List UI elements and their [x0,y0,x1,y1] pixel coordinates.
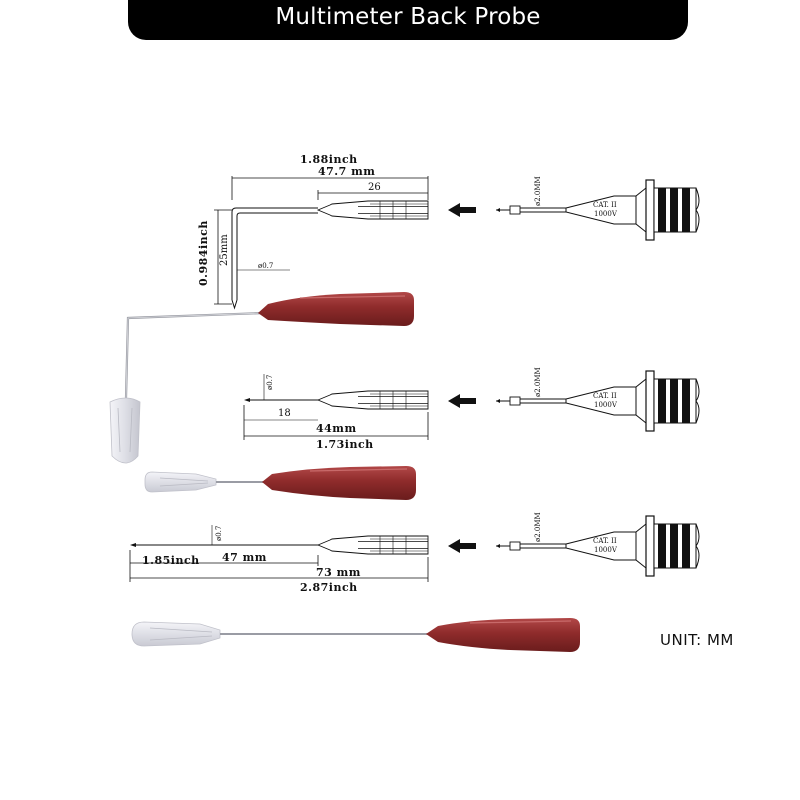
arrow-icon [448,203,476,217]
short-tip-dia: ø0.7 [266,375,274,390]
long-tip-dia: ø0.7 [215,526,223,541]
lead-tip-dia: ø2.0MM [534,176,542,206]
short-probe-diagram: ø0.7 18 44mm 1.73inch [243,374,429,451]
long-pin-inch: 1.85inch [142,554,200,567]
test-lead-drawing: ø2.0MM CAT. II 1000V [495,176,700,241]
bent-height-inch: 0.984inch [197,220,210,286]
long-pin-mm: 47 mm [222,551,267,564]
bent-total-mm: 47.7 mm [318,165,375,178]
arrow-icon [448,539,476,553]
long-probe-photo [131,618,580,652]
long-probe-diagram: ø0.7 1.85inch 47 mm 73 mm 2.87inch [129,525,429,594]
bent-body-mm: 26 [368,182,381,193]
lead-volt-label: 1000V [594,546,618,554]
bent-tip-dia: ø0.7 [258,262,273,270]
test-lead-drawing: ø2.0MM CAT. II 1000V [495,367,700,432]
short-probe-photo [144,466,416,500]
page-title: Multimeter Back Probe [275,4,541,30]
bent-probe-diagram: 1.88inch 47.7 mm 26 0.984inch 25mm ø0.7 [197,153,429,310]
title-banner: Multimeter Back Probe [128,0,688,40]
short-total-mm: 44mm [316,422,357,435]
bent-height-mm: 25mm [219,234,230,266]
lead-volt-label: 1000V [594,401,618,409]
lead-cat-label: CAT. II [593,537,617,545]
lead-cat-label: CAT. II [593,392,617,400]
lead-cat-label: CAT. II [593,201,617,209]
bent-probe-photo [109,292,414,464]
long-total-mm: 73 mm [316,566,361,579]
test-lead-drawing: ø2.0MM CAT. II 1000V [495,512,700,577]
lead-tip-dia: ø2.0MM [534,512,542,542]
short-total-inch: 1.73inch [316,438,374,451]
long-total-inch: 2.87inch [300,581,358,594]
bent-total-inch: 1.88inch [300,153,358,166]
lead-volt-label: 1000V [594,210,618,218]
short-tip-mm: 18 [278,408,291,419]
lead-tip-dia: ø2.0MM [534,367,542,397]
arrow-icon [448,394,476,408]
unit-label: UNIT: MM [660,631,734,649]
